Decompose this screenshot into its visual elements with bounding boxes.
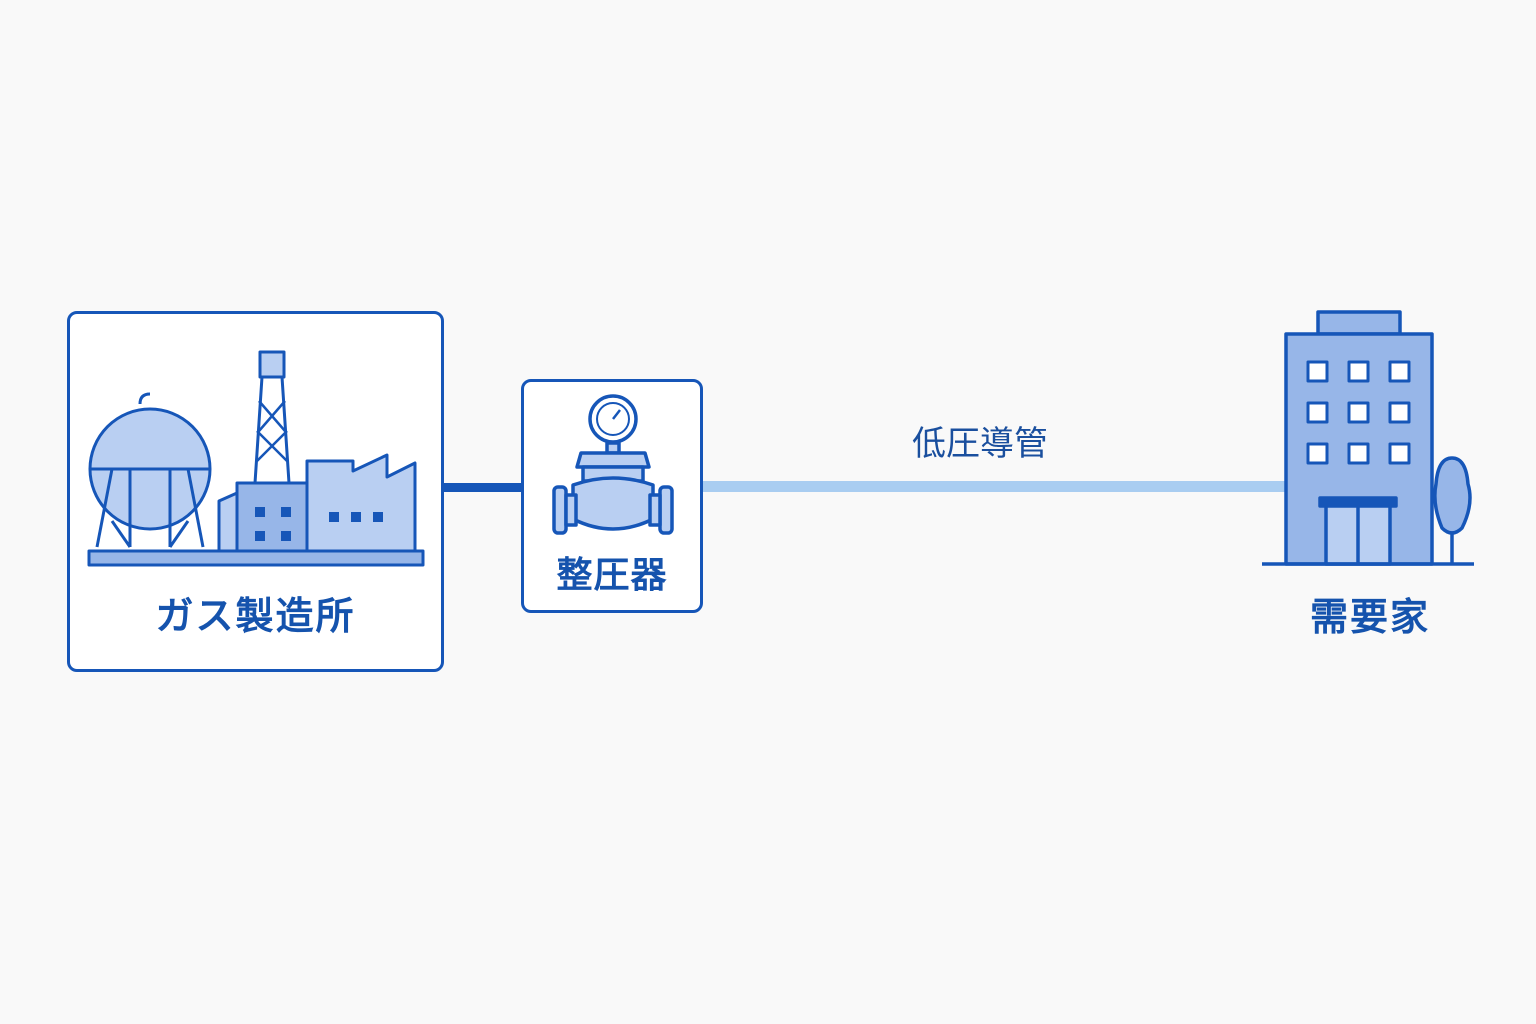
- customer-label: 需要家: [1309, 595, 1430, 639]
- high-pressure-pipe: [444, 483, 521, 492]
- low-pressure-pipe-label: 低圧導管: [912, 424, 1048, 464]
- low-pressure-pipe: [703, 481, 1287, 492]
- gas-plant-icon: [87, 350, 425, 567]
- pressure-regulator-icon: [552, 394, 674, 535]
- office-building-icon: [1262, 310, 1474, 566]
- regulator-label: 整圧器: [556, 555, 668, 596]
- gas-plant-label: ガス製造所: [155, 594, 356, 638]
